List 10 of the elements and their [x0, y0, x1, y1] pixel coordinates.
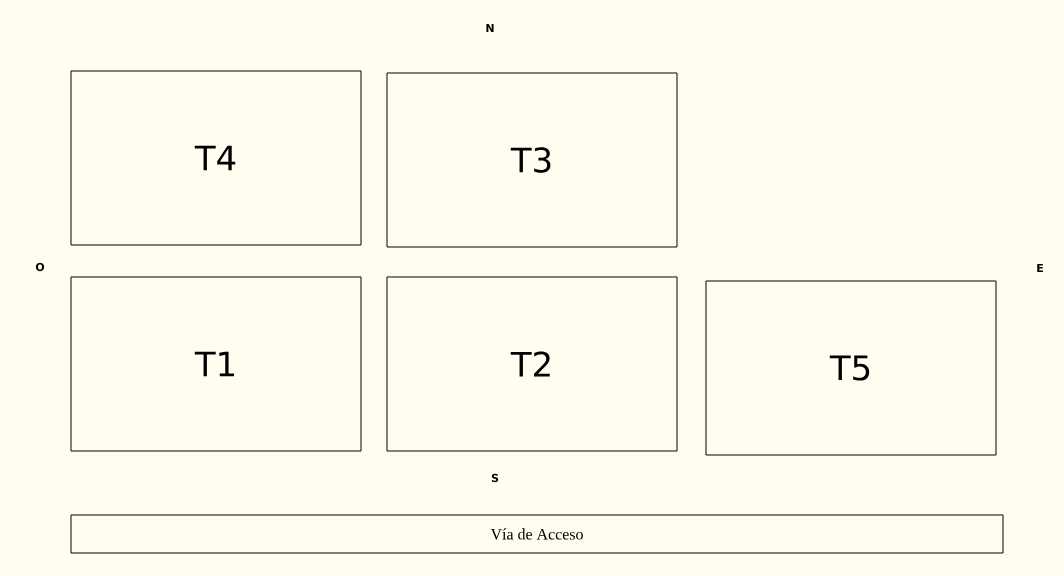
plot-box: T1	[70, 276, 362, 452]
compass-letter: S	[491, 473, 499, 483]
road-box: Vía de Acceso	[70, 514, 1004, 554]
plot-box: T5	[705, 280, 997, 456]
compass-letter: N	[486, 24, 494, 32]
plot-box: T4	[70, 70, 362, 246]
compass-letter: O	[35, 262, 45, 272]
plot-box: T3	[386, 72, 678, 248]
plot-box: T2	[386, 276, 678, 452]
compass-letter: E	[1037, 264, 1043, 272]
